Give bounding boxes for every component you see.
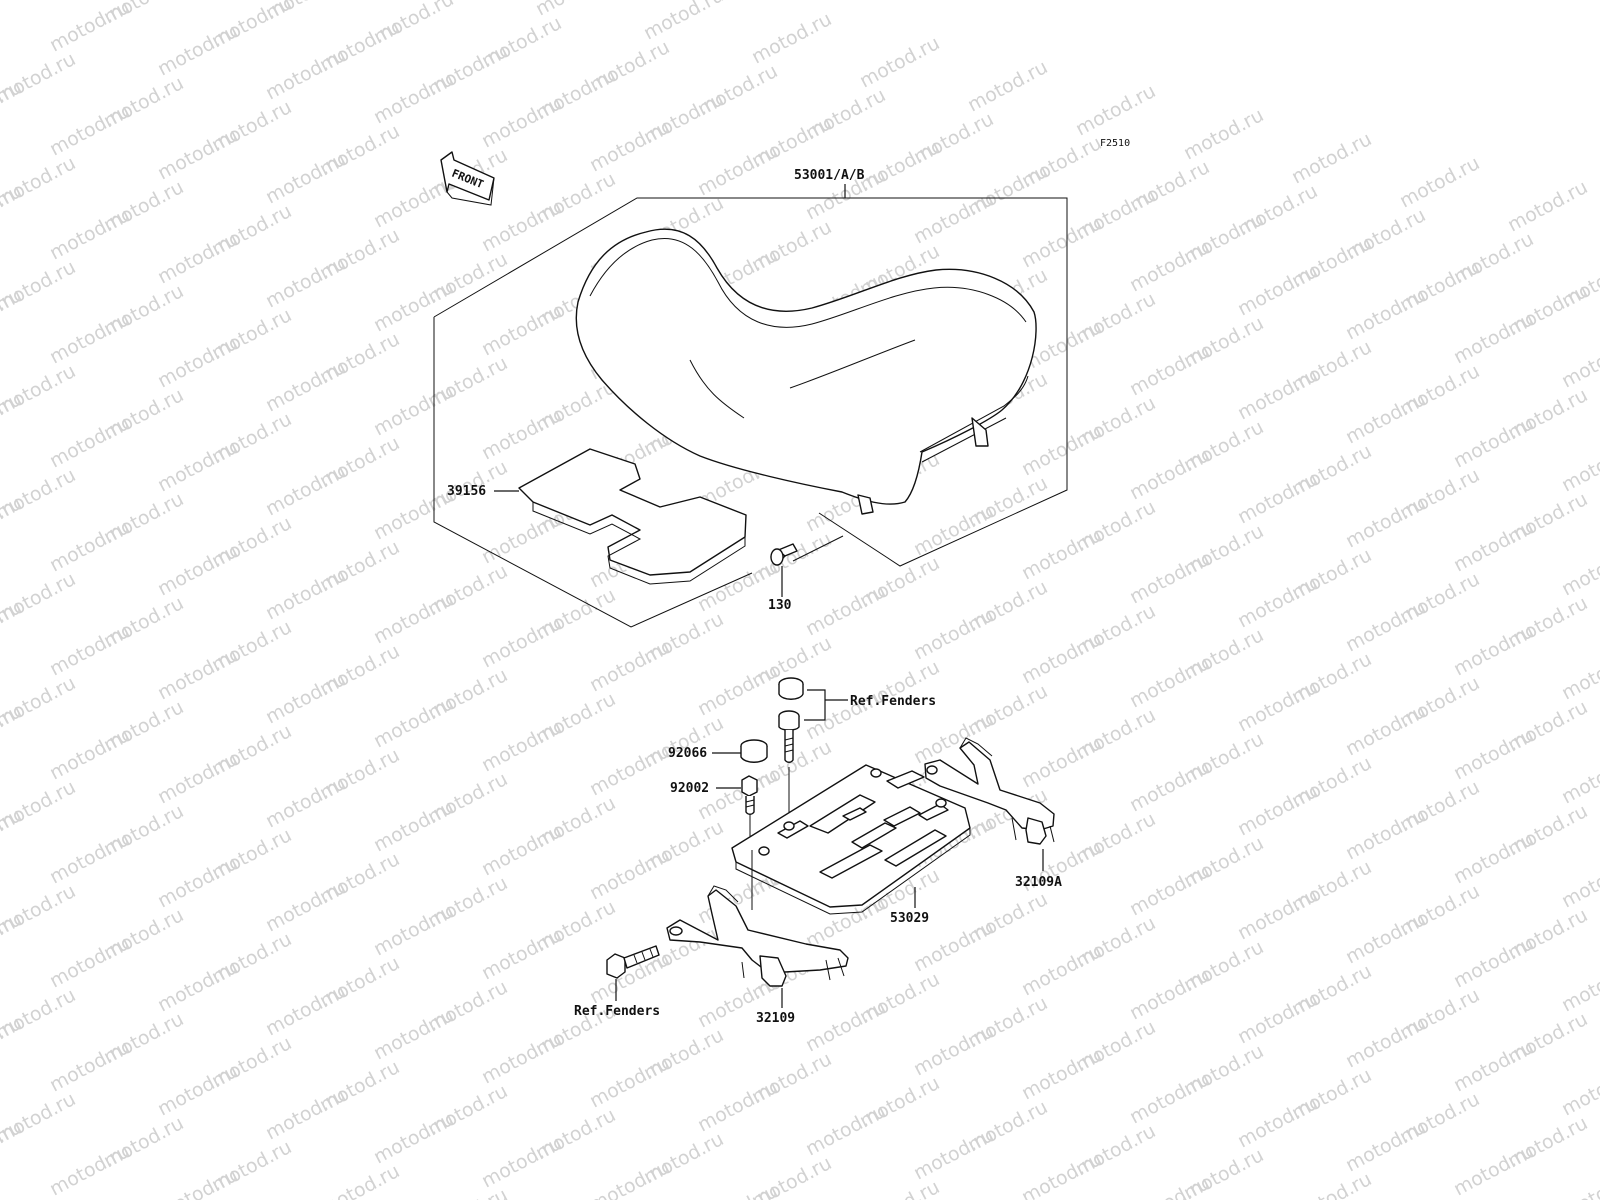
carrier-part-number: 53029 bbox=[890, 911, 929, 926]
carrier-plate bbox=[731, 764, 971, 915]
ref-fenders-top-label: Ref.Fenders bbox=[850, 694, 936, 709]
seat-assembly-box bbox=[433, 197, 1068, 628]
bracket-right-part-number: 32109A bbox=[1015, 875, 1062, 890]
cap-92066 bbox=[740, 739, 768, 763]
seat-bolt-part-number: 130 bbox=[768, 598, 792, 613]
seat-part-number: 53001/A/B bbox=[794, 168, 865, 183]
seat-pad bbox=[518, 448, 747, 585]
bolt-part-number: 92002 bbox=[670, 781, 709, 796]
ref-fenders-bottom-label: Ref.Fenders bbox=[574, 1004, 660, 1019]
bracket-bolt bbox=[606, 945, 660, 979]
bolt-92002 bbox=[741, 775, 758, 815]
bracket-right bbox=[924, 737, 1055, 845]
seat-bolt bbox=[770, 543, 798, 566]
diagram-code: F2510 bbox=[1100, 138, 1130, 149]
bracket-left bbox=[666, 885, 849, 987]
bracket-left-part-number: 32109 bbox=[756, 1011, 795, 1026]
seat-pad-part-number: 39156 bbox=[447, 484, 486, 499]
ref-fenders-top-leader bbox=[804, 689, 848, 721]
cap-part-number: 92066 bbox=[668, 746, 707, 761]
carrier-cap bbox=[778, 677, 804, 700]
carrier-long-bolt bbox=[778, 710, 800, 763]
front-arrow-icon: FRONT bbox=[440, 151, 495, 206]
seat bbox=[575, 228, 1037, 515]
